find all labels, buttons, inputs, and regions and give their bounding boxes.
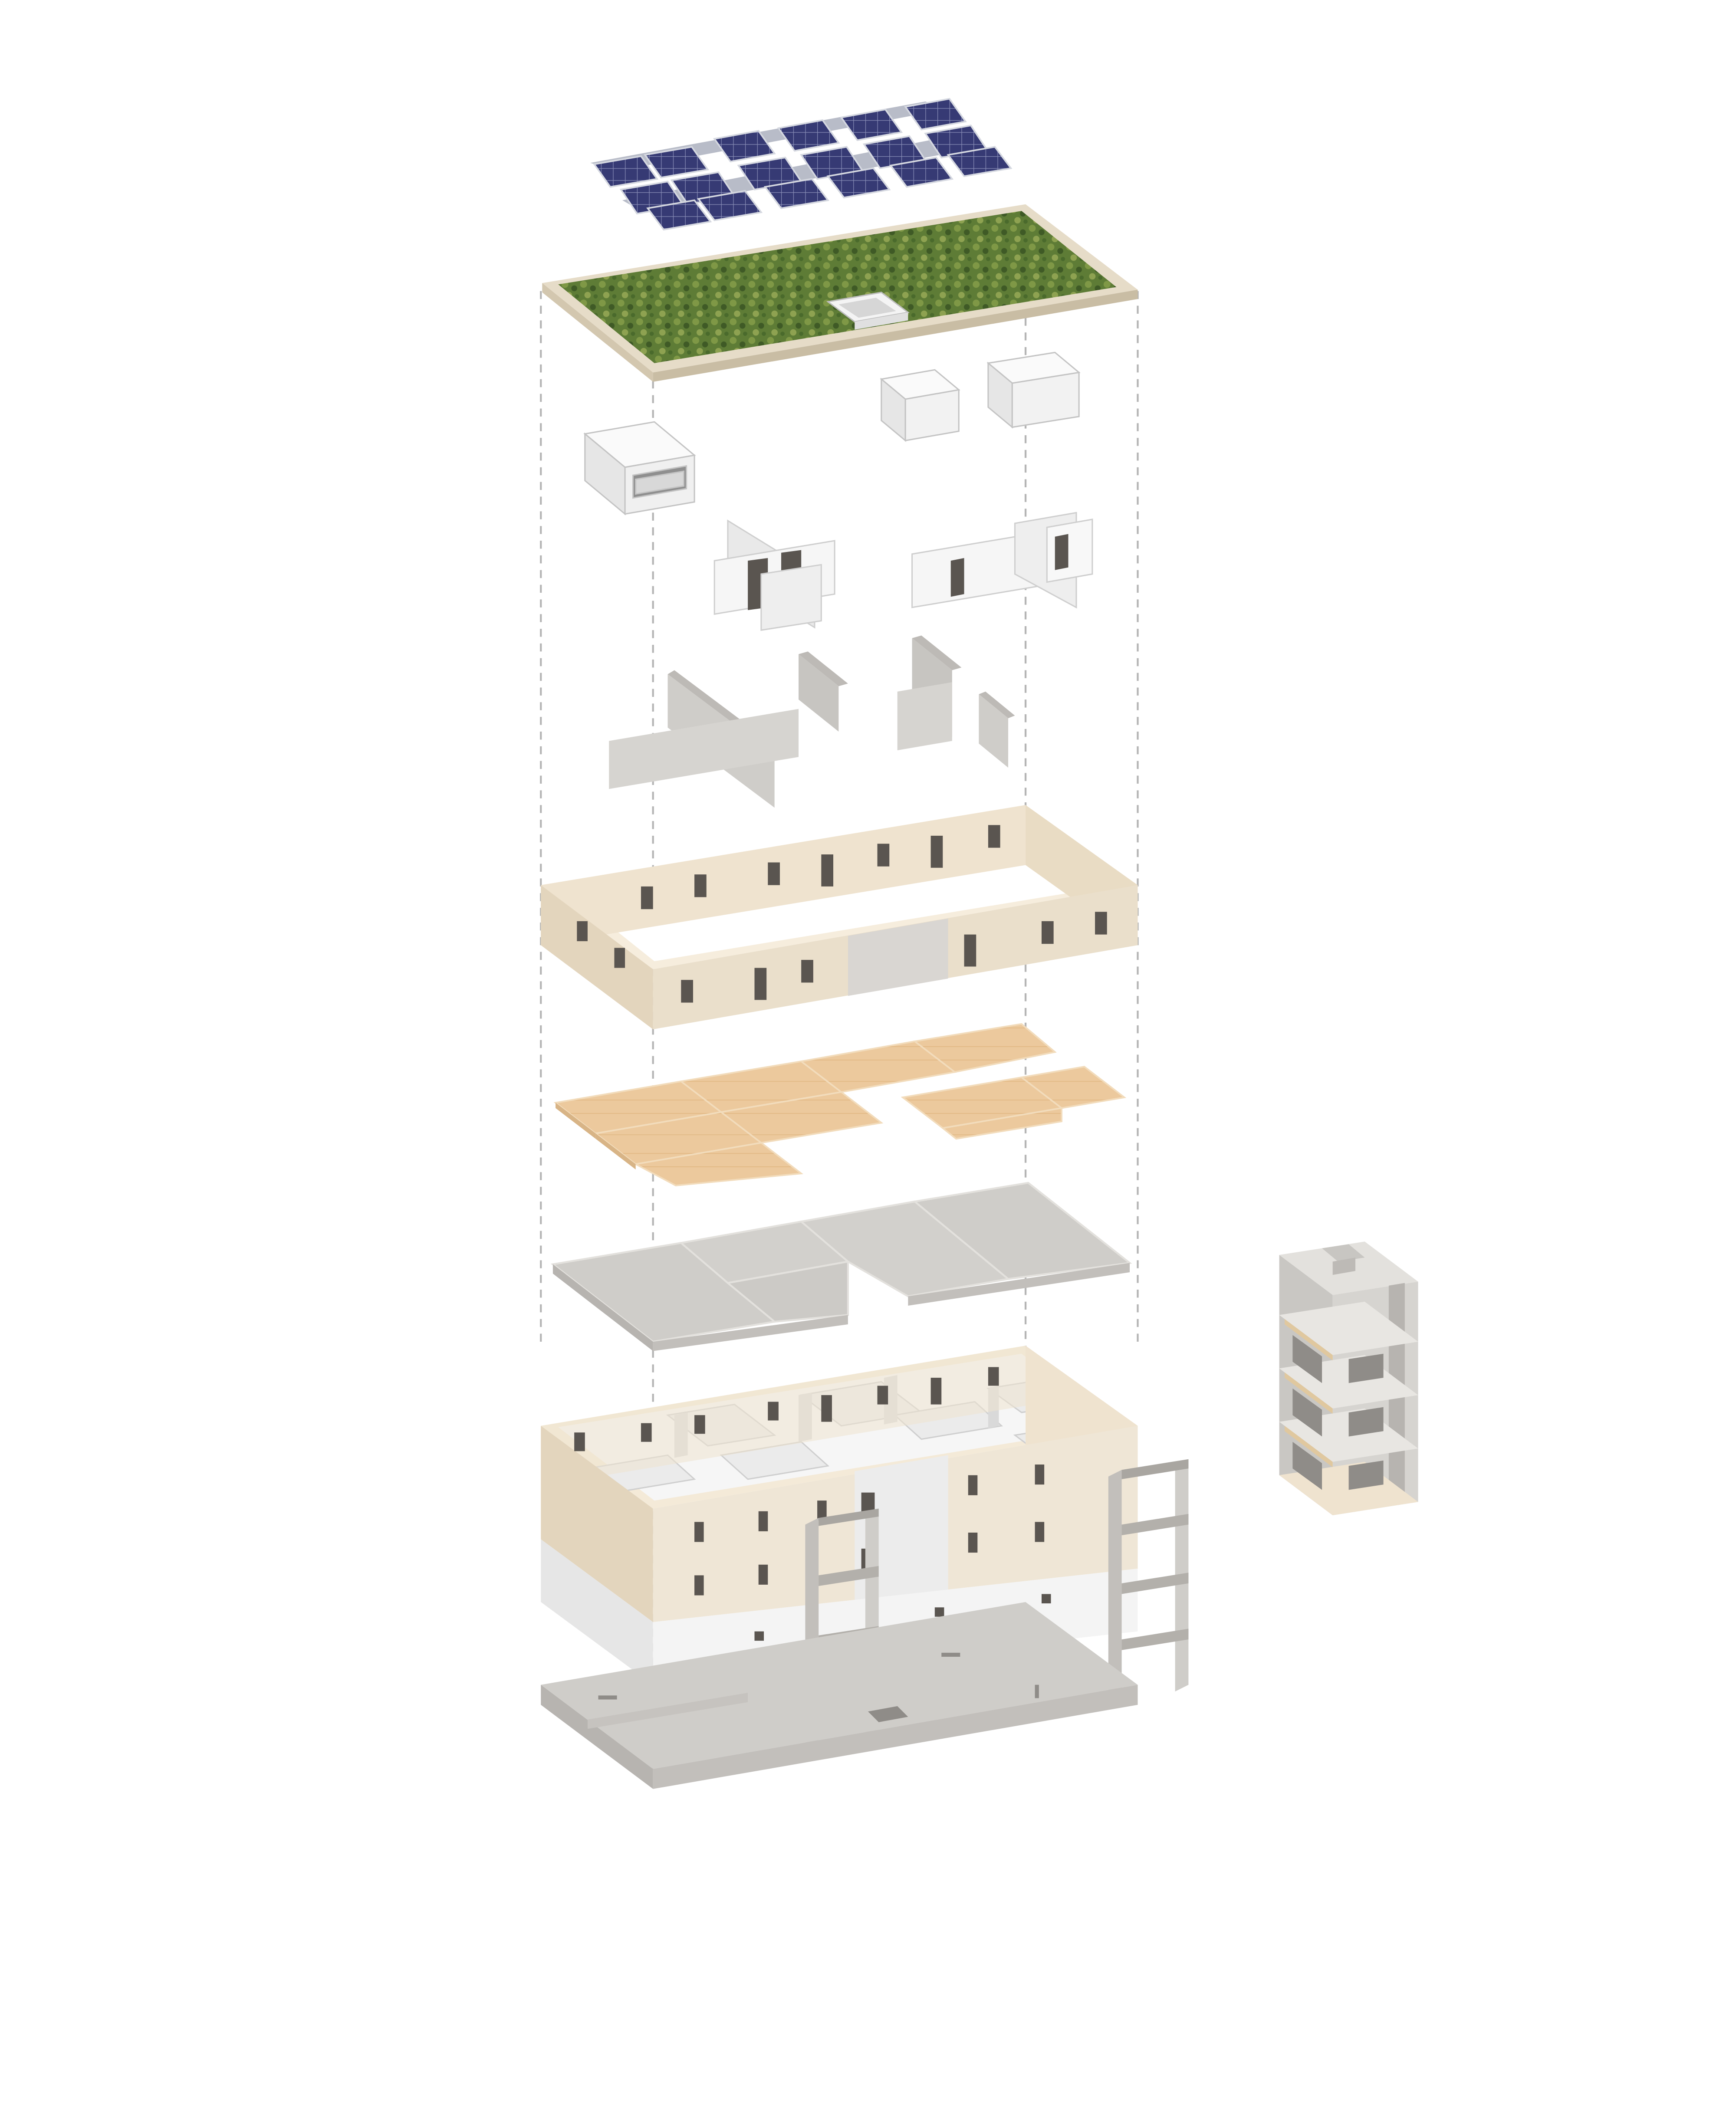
prefab-bathroom-pods bbox=[583, 351, 1081, 516]
solar-panel-array bbox=[590, 98, 1013, 231]
pod-left bbox=[583, 421, 696, 516]
partition-group-right bbox=[911, 512, 1093, 609]
concrete-walls-right bbox=[897, 635, 1015, 768]
concrete-walls-left bbox=[609, 651, 848, 808]
timber-facade-frame bbox=[541, 805, 1138, 1030]
timber-floor-panels bbox=[553, 1023, 1127, 1186]
balcony-right bbox=[1108, 1459, 1189, 1702]
building-windows bbox=[574, 1367, 1051, 1641]
pod-center bbox=[880, 369, 960, 442]
concrete-floor-slabs bbox=[550, 1182, 1132, 1351]
partition-group-left bbox=[713, 519, 835, 631]
stair-openings bbox=[1292, 1335, 1384, 1490]
pod-right bbox=[986, 351, 1081, 429]
stair-core-module bbox=[1279, 1241, 1418, 1515]
roof-hatch bbox=[826, 292, 910, 330]
assembled-building bbox=[541, 1346, 1189, 1749]
facade-windows bbox=[577, 825, 1107, 1003]
green-roof bbox=[542, 204, 1138, 382]
foundation-slab bbox=[541, 1602, 1138, 1789]
concrete-core-walls bbox=[609, 635, 1015, 808]
interior-partition-walls bbox=[713, 512, 1093, 631]
